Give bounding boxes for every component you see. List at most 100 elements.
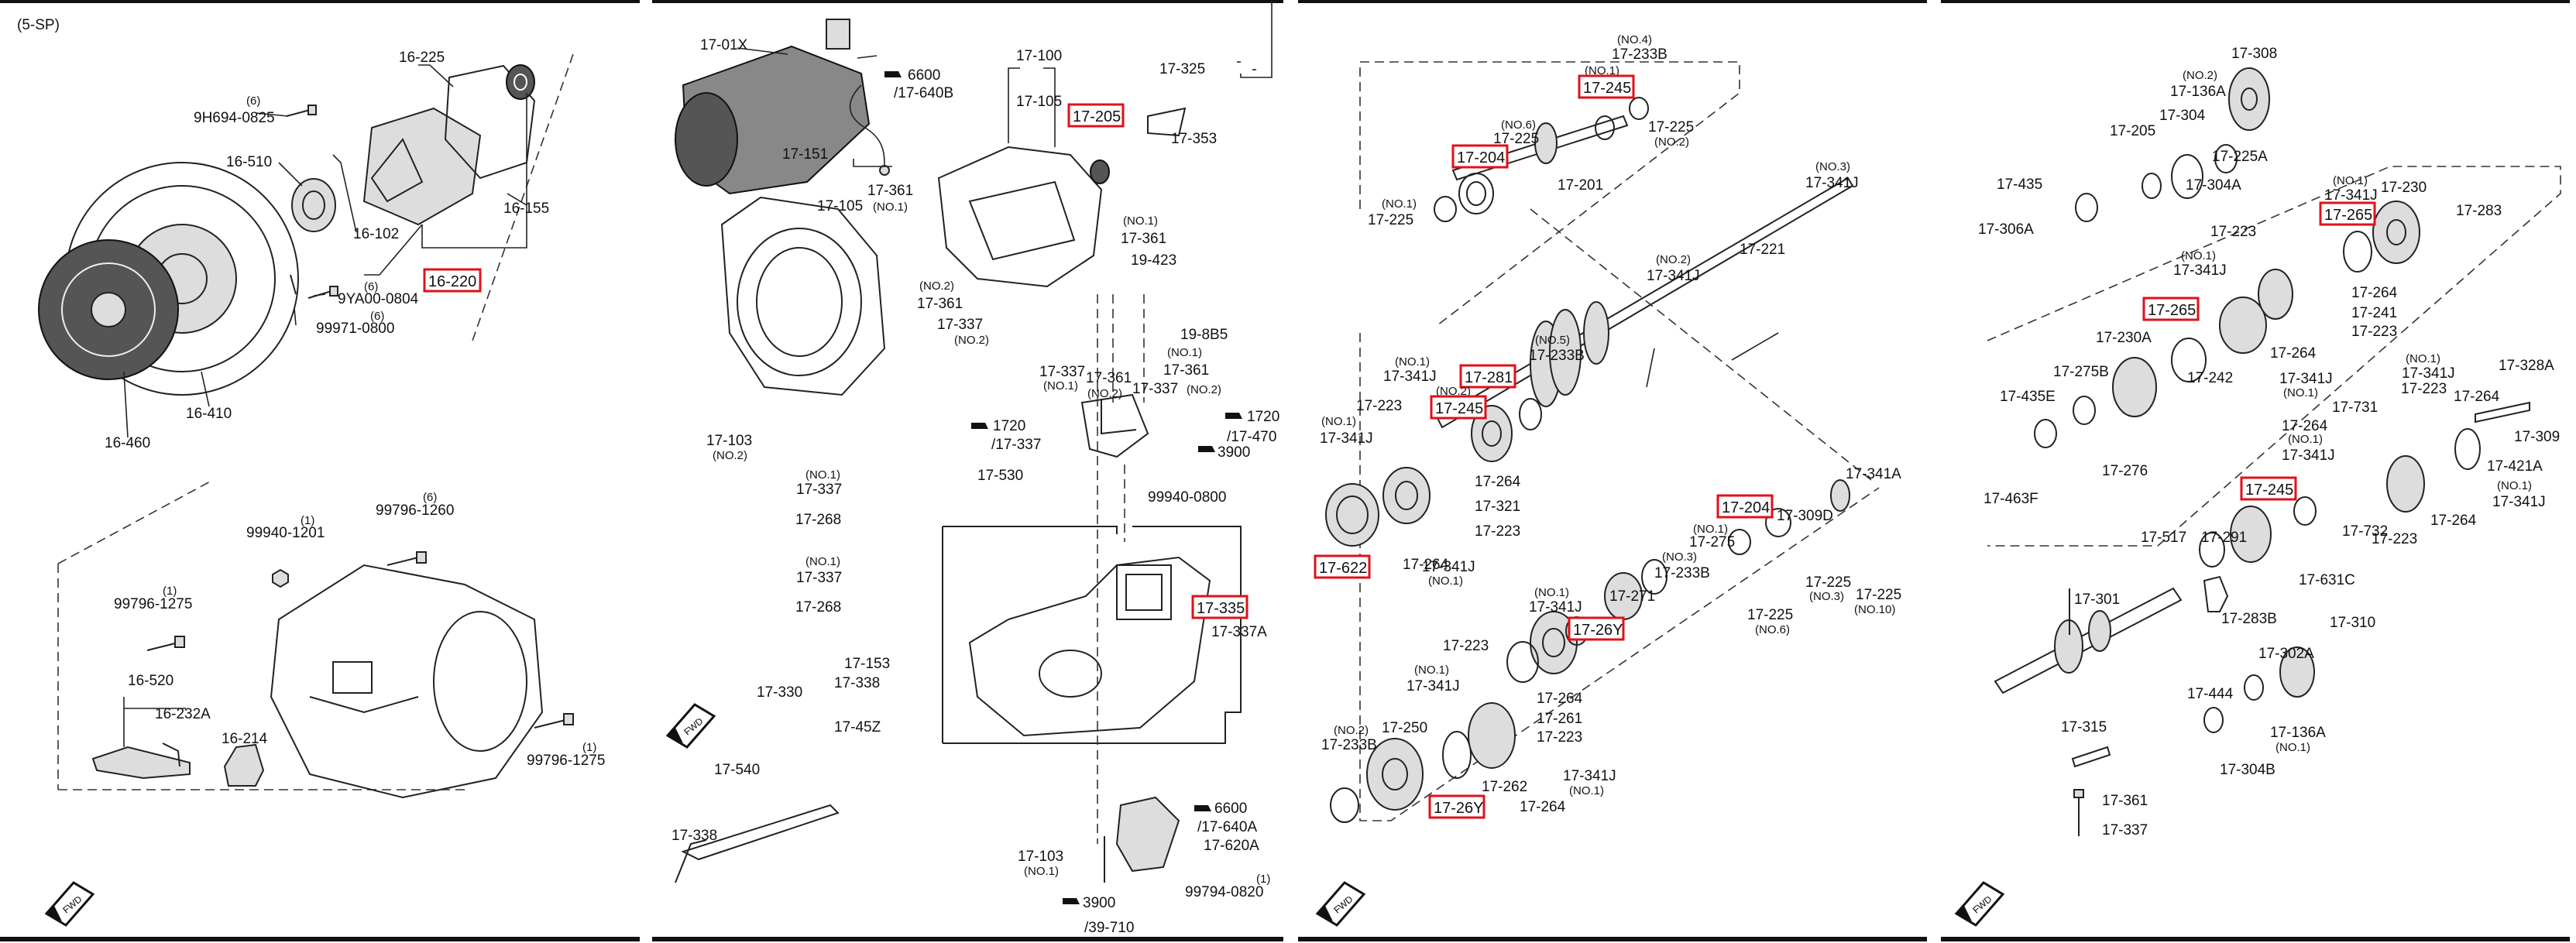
part-label[interactable]: 17-732: [2342, 523, 2388, 540]
part-label[interactable]: 17-103: [706, 433, 752, 449]
part-label[interactable]: 17-136A: [2170, 84, 2226, 100]
bearing[interactable]: [1458, 173, 1494, 214]
part-label[interactable]: 16-225: [399, 50, 445, 66]
gear[interactable]: [2258, 269, 2293, 320]
part-label[interactable]: 3900: [1083, 895, 1115, 911]
highlighted-part-label[interactable]: 17-281: [1465, 369, 1513, 386]
snap-ring[interactable]: [1765, 508, 1791, 537]
part-label[interactable]: 17-337: [1039, 364, 1085, 380]
synchronizer-ring[interactable]: [1506, 641, 1539, 683]
snap-ring[interactable]: [1728, 529, 1751, 555]
part-label[interactable]: 17-261: [1537, 711, 1582, 727]
part-label[interactable]: 19-8B5: [1180, 327, 1228, 343]
highlighted-part-label[interactable]: 17-204: [1722, 499, 1770, 516]
part-label[interactable]: 16-214: [222, 731, 268, 747]
part-label[interactable]: 17-309D: [1777, 508, 1833, 524]
part-label[interactable]: /39-710: [1084, 920, 1134, 936]
part-label[interactable]: 17-321: [1475, 499, 1520, 515]
part-label[interactable]: 17-225: [1805, 574, 1851, 591]
part-label[interactable]: 17-302A: [2258, 646, 2314, 662]
part-label[interactable]: 17-105: [1016, 94, 1062, 110]
part-label[interactable]: 17-304B: [2220, 762, 2275, 778]
synchronizer-ring[interactable]: [1442, 731, 1472, 779]
mount-bracket[interactable]: [1115, 796, 1180, 873]
highlighted-part-label[interactable]: 17-265: [2324, 207, 2372, 224]
bracket[interactable]: [2203, 575, 2229, 612]
highlighted-part-label[interactable]: 17-26Y: [1573, 622, 1623, 639]
boot[interactable]: [223, 743, 265, 787]
part-label[interactable]: 17-361: [1163, 362, 1209, 379]
part-label[interactable]: 17-341J: [1422, 559, 1475, 575]
part-label[interactable]: 17-341J: [2324, 187, 2378, 204]
bolt[interactable]: [307, 286, 338, 299]
part-label[interactable]: 17-233B: [1654, 565, 1710, 581]
part-label[interactable]: 17-361: [2102, 793, 2148, 809]
part-label[interactable]: 17-225: [1856, 587, 1901, 603]
gear[interactable]: [2228, 67, 2270, 131]
highlighted-part-label[interactable]: 17-204: [1457, 149, 1505, 166]
part-label[interactable]: 17-309: [2514, 429, 2560, 445]
part-label[interactable]: 16-510: [226, 154, 272, 170]
part-label[interactable]: 99971-0800: [316, 321, 394, 337]
gear[interactable]: [2112, 357, 2157, 417]
part-label[interactable]: 17-308: [2231, 46, 2277, 62]
part-label[interactable]: 17-268: [795, 512, 841, 528]
part-label[interactable]: 17-242: [2187, 370, 2233, 386]
part-label[interactable]: 17-225A: [2212, 149, 2268, 165]
part-label[interactable]: 17-223: [2401, 381, 2447, 397]
snap-ring[interactable]: [2203, 707, 2224, 733]
bolt[interactable]: [286, 105, 317, 117]
part-label[interactable]: 17-325: [1159, 61, 1205, 77]
part-label[interactable]: 17-45Z: [834, 719, 881, 736]
part-label[interactable]: 99940-1201: [246, 525, 325, 541]
part-label[interactable]: 16-410: [186, 406, 232, 422]
snap-ring[interactable]: [2244, 674, 2264, 701]
oil-seal[interactable]: [1090, 159, 1110, 184]
part-label[interactable]: 17-330: [757, 684, 802, 701]
part-label[interactable]: 17-233B: [1612, 46, 1668, 63]
snap-ring[interactable]: [2293, 496, 2317, 526]
part-label[interactable]: 17-435: [1997, 177, 2042, 193]
synchronizer-ring[interactable]: [2171, 338, 2207, 382]
part-label[interactable]: 17-631C: [2299, 572, 2355, 588]
part-label[interactable]: 17-250: [1382, 720, 1427, 736]
gear[interactable]: [2279, 646, 2315, 698]
part-label[interactable]: 17-241: [2351, 305, 2397, 321]
input-shaft[interactable]: [1451, 115, 1629, 181]
part-label[interactable]: 17-341J: [1406, 678, 1460, 694]
highlighted-part-label[interactable]: 17-245: [1435, 400, 1483, 417]
highlighted-part-label[interactable]: 17-26Y: [1434, 800, 1484, 817]
part-label[interactable]: 17-306A: [1978, 221, 2034, 238]
part-label[interactable]: /17-337: [991, 437, 1041, 453]
part-label[interactable]: 17-225: [1368, 212, 1413, 228]
part-label[interactable]: 17-205: [2110, 123, 2155, 139]
part-label[interactable]: 17-540: [714, 762, 760, 778]
part-label[interactable]: 17-341J: [2173, 262, 2227, 279]
part-label[interactable]: 17-264: [2351, 285, 2398, 301]
bolt[interactable]: [534, 713, 574, 729]
part-label[interactable]: 17-337: [2102, 822, 2148, 838]
part-label[interactable]: 17-341A: [1846, 466, 1901, 482]
part-label[interactable]: 17-341J: [1529, 599, 1582, 616]
part-label[interactable]: 17-315: [2061, 719, 2107, 736]
clutch-release-collar[interactable]: [362, 107, 482, 226]
part-label[interactable]: 99796-1260: [376, 502, 454, 519]
part-label[interactable]: 17-337: [796, 482, 842, 498]
part-label[interactable]: 16-232A: [155, 706, 211, 722]
release-bearing[interactable]: [291, 178, 336, 232]
part-label[interactable]: 17-223: [1356, 398, 1402, 414]
part-label[interactable]: 17-262: [1482, 779, 1527, 795]
countershaft[interactable]: [1994, 587, 2183, 694]
part-label[interactable]: 17-201: [1558, 177, 1603, 194]
part-label[interactable]: /17-470: [1227, 429, 1276, 445]
part-label[interactable]: 17-353: [1171, 131, 1217, 147]
part-label[interactable]: 17-223: [2351, 324, 2397, 340]
bolt[interactable]: [146, 636, 185, 651]
part-label[interactable]: 17-361: [1086, 370, 1132, 386]
synchronizer-ring[interactable]: [1325, 483, 1379, 547]
shift-control-case[interactable]: [968, 556, 1211, 737]
gear[interactable]: [1468, 702, 1516, 769]
highlighted-part-label[interactable]: 17-245: [1583, 80, 1631, 97]
bolt[interactable]: [290, 274, 297, 295]
part-label[interactable]: 3900: [1218, 444, 1250, 461]
